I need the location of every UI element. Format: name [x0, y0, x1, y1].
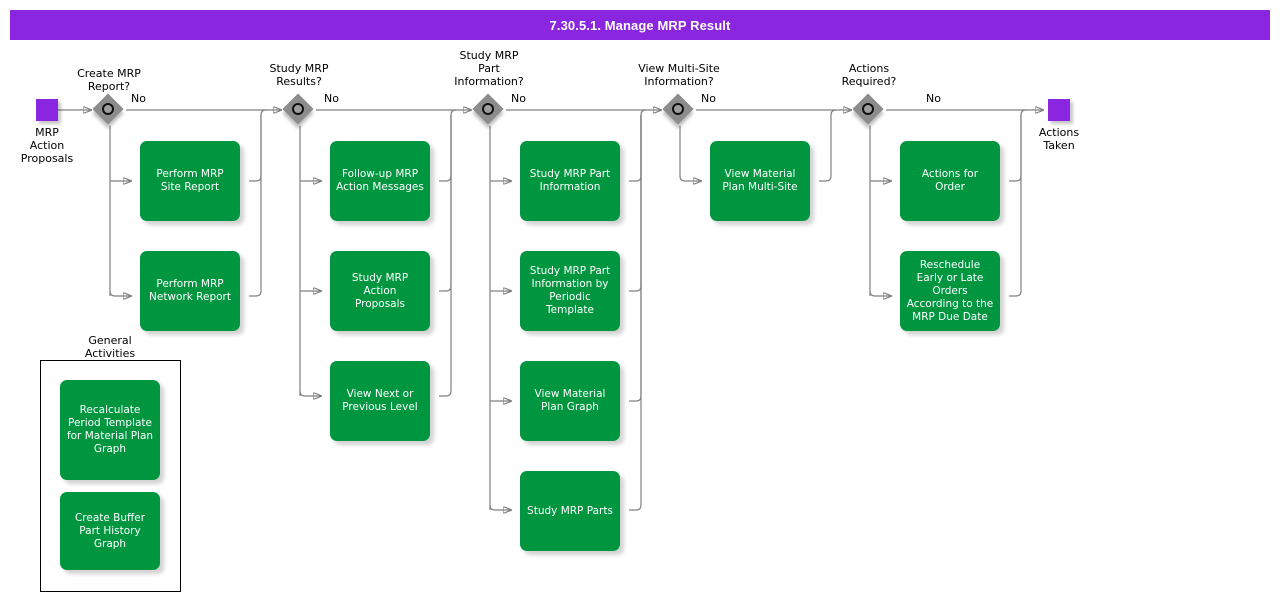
activity-perform-mrp-network-report[interactable]: Perform MRP Network Report: [140, 251, 240, 331]
activity-actions-for-order[interactable]: Actions for Order: [900, 141, 1000, 221]
activity-view-material-plan-graph[interactable]: View Material Plan Graph: [520, 361, 620, 441]
activity-create-buffer-part-history-graph[interactable]: Create Buffer Part History Graph: [60, 492, 160, 570]
decision-dot-icon: [482, 103, 494, 115]
decision-dot-icon: [292, 103, 304, 115]
branch-label-no-2: No: [324, 92, 339, 105]
activity-view-material-plan-multi-site[interactable]: View Material Plan Multi-Site: [710, 141, 810, 221]
decision-label-actions-required: Actions Required?: [841, 62, 897, 88]
decision-study-mrp-part-information[interactable]: [472, 93, 505, 126]
end-node-actions-taken[interactable]: [1048, 99, 1070, 121]
decision-label-view-multi-site-information: View Multi-Site Information?: [638, 62, 720, 88]
activity-reschedule-early-or-late-orders[interactable]: Reschedule Early or Late Orders Accordin…: [900, 251, 1000, 331]
decision-view-multi-site-information[interactable]: [662, 93, 695, 126]
activity-perform-mrp-site-report[interactable]: Perform MRP Site Report: [140, 141, 240, 221]
activity-recalculate-period-template[interactable]: Recalculate Period Template for Material…: [60, 380, 160, 480]
decision-actions-required[interactable]: [852, 93, 885, 126]
activity-study-mrp-part-information[interactable]: Study MRP Part Information: [520, 141, 620, 221]
decision-label-study-mrp-part-information: Study MRP Part Information?: [454, 49, 524, 88]
start-node-mrp-action-proposals[interactable]: [36, 99, 58, 121]
decision-label-create-mrp-report: Create MRP Report?: [77, 67, 141, 93]
activity-follow-up-mrp-action-messages[interactable]: Follow-up MRP Action Messages: [330, 141, 430, 221]
decision-dot-icon: [862, 103, 874, 115]
activity-study-mrp-part-information-periodic-template[interactable]: Study MRP Part Information by Periodic T…: [520, 251, 620, 331]
decision-dot-icon: [672, 103, 684, 115]
branch-label-no-4: No: [701, 92, 716, 105]
activity-view-next-or-previous-level[interactable]: View Next or Previous Level: [330, 361, 430, 441]
page-title: 7.30.5.1. Manage MRP Result: [10, 10, 1270, 40]
end-node-label: Actions Taken: [1038, 126, 1080, 152]
branch-label-no-3: No: [511, 92, 526, 105]
branch-label-no-5: No: [926, 92, 941, 105]
group-label-general-activities: General Activities: [84, 334, 136, 360]
decision-label-study-mrp-results: Study MRP Results?: [269, 62, 329, 88]
start-node-label: MRP Action Proposals: [20, 126, 74, 165]
activity-study-mrp-parts[interactable]: Study MRP Parts: [520, 471, 620, 551]
decision-study-mrp-results[interactable]: [282, 93, 315, 126]
branch-label-no-1: No: [131, 92, 146, 105]
activity-study-mrp-action-proposals[interactable]: Study MRP Action Proposals: [330, 251, 430, 331]
decision-dot-icon: [102, 103, 114, 115]
decision-create-mrp-report[interactable]: [92, 93, 125, 126]
